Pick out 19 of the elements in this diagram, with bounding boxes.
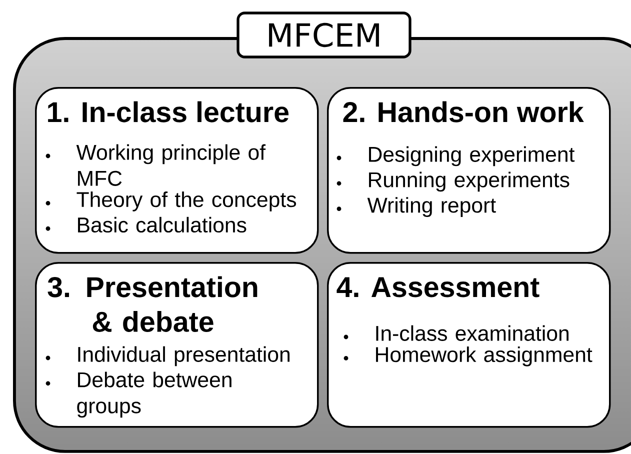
section-heading: 2. Hands-on work	[343, 101, 584, 122]
section-heading: 4. Assessment	[336, 277, 540, 298]
section-box	[35, 87, 319, 254]
section-heading: 3. Presentation & debate	[48, 276, 258, 332]
section-box	[327, 87, 611, 254]
bullet-item: Individual presentation	[78, 346, 290, 366]
section-heading: 1. In-class lecture	[48, 101, 289, 122]
bullet-item: Designing experiment	[369, 146, 575, 166]
bullet-item: Working principle of MFC	[76, 144, 266, 186]
bullet-item: Homework assignment	[376, 346, 592, 366]
bullet-item: Theory of the concepts	[76, 191, 296, 212]
bullet-item: Running experiments	[369, 172, 570, 192]
section-box	[327, 262, 611, 428]
bullet-item: Debate between groups	[77, 372, 232, 418]
section-box	[35, 262, 319, 428]
bullet-item: In-class examination	[376, 325, 568, 341]
title-tab: MFCEM	[236, 12, 412, 58]
bullet-item: Basic calculations	[78, 216, 246, 233]
bullet-item: Writing report	[367, 197, 496, 217]
